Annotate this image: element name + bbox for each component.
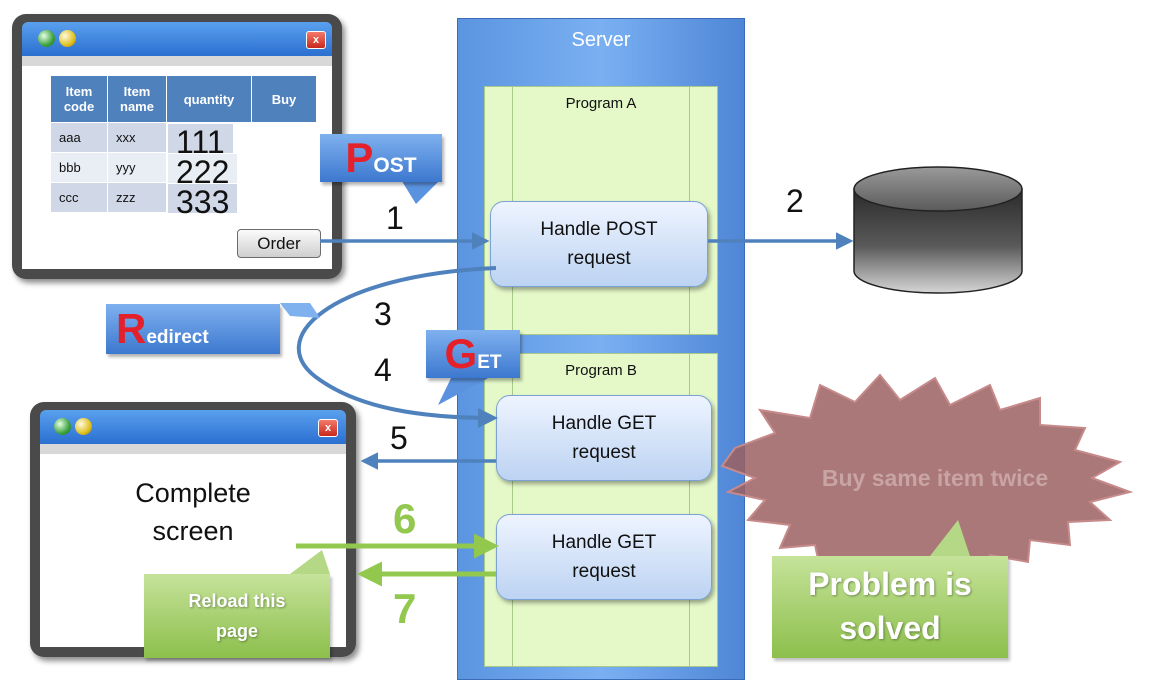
handler-text-line: Handle GET: [551, 413, 657, 434]
step-7-label: 7: [393, 585, 417, 632]
item-code-cell: aaa: [50, 122, 108, 153]
redirect-callout-tail: [280, 303, 320, 318]
handle-get-request-box: Handle GET request: [496, 395, 712, 481]
get-callout: GET: [426, 330, 520, 378]
table-row: aaa xxx 1 111: [50, 122, 317, 160]
table-row: ccc zzz 1 333: [50, 182, 317, 220]
item-name-cell: zzz: [107, 182, 167, 213]
yellow-ball-icon: [59, 30, 76, 47]
arrow-redirect-loop: [297, 266, 498, 428]
handler-text-line: Handle POST: [540, 219, 658, 240]
server-title: Server: [571, 29, 631, 51]
order-button[interactable]: Order: [237, 229, 321, 258]
column-header: Buy: [251, 75, 317, 123]
redirect-callout-text: edirect: [146, 327, 209, 348]
reload-line: Reload this: [188, 591, 286, 611]
reload-callout-tail: [290, 550, 330, 574]
reload-line: page: [215, 621, 258, 641]
get-callout-tail: [438, 376, 492, 405]
item-code-cell: ccc: [50, 182, 108, 213]
complete-line: screen: [152, 516, 234, 546]
get-callout-text: ET: [477, 352, 502, 373]
handle-get-request-box: Handle GET request: [496, 514, 712, 600]
redirect-callout: Redirect: [106, 304, 280, 354]
handle-post-request-box: Handle POST request: [490, 201, 708, 287]
post-callout-initial: P: [345, 134, 374, 181]
items-table: Item code Item name quantity Buy aaa xxx…: [50, 75, 317, 220]
step-3-label: 3: [374, 296, 392, 332]
close-icon[interactable]: x: [318, 419, 338, 437]
complete-screen-text: Complete screen: [40, 474, 346, 550]
step-4-label: 4: [374, 352, 392, 388]
problem-line: Problem is: [808, 566, 972, 602]
column-header: quantity: [166, 75, 252, 123]
program-a-label: Program A: [565, 95, 637, 112]
step-2-label: 2: [786, 183, 804, 219]
table-header-row: Item code Item name quantity Buy: [50, 75, 317, 123]
reload-page-callout: Reload this page: [144, 574, 330, 658]
get-callout-initial: G: [444, 330, 478, 377]
buy-cell: 333: [167, 182, 239, 220]
green-ball-icon: [38, 30, 55, 47]
redirect-callout-initial: R: [116, 305, 147, 352]
handler-text-line: Handle GET: [551, 532, 657, 553]
item-code-cell: bbb: [50, 152, 108, 183]
problem-callout-tail: [930, 520, 970, 556]
database-icon: [853, 166, 1023, 294]
program-b-label: Program B: [565, 362, 637, 379]
handler-text-line: request: [572, 442, 636, 463]
buy-twice-warning: Buy same item twice: [821, 465, 1049, 491]
step-1-label: 1: [386, 200, 404, 236]
close-icon[interactable]: x: [306, 31, 326, 49]
item-name-cell: yyy: [107, 152, 167, 183]
post-callout: POST: [320, 134, 442, 182]
step-6-label: 6: [393, 495, 417, 542]
handler-text-line: request: [572, 561, 636, 582]
handler-text-line: request: [567, 248, 631, 269]
problem-line: solved: [839, 610, 941, 646]
complete-line: Complete: [135, 478, 251, 508]
green-ball-icon: [54, 418, 71, 435]
table-row: bbb yyy 1 222: [50, 152, 317, 190]
yellow-ball-icon: [75, 418, 92, 435]
post-callout-text: OST: [373, 154, 417, 177]
post-callout-tail: [400, 178, 442, 204]
program-b-divider: [512, 354, 513, 666]
column-header: Item code: [50, 75, 108, 123]
step-5-label: 5: [390, 420, 408, 456]
problem-solved-callout: Problem is solved: [772, 556, 1008, 658]
warning-starburst: [720, 373, 1134, 587]
program-b-divider: [689, 354, 690, 666]
